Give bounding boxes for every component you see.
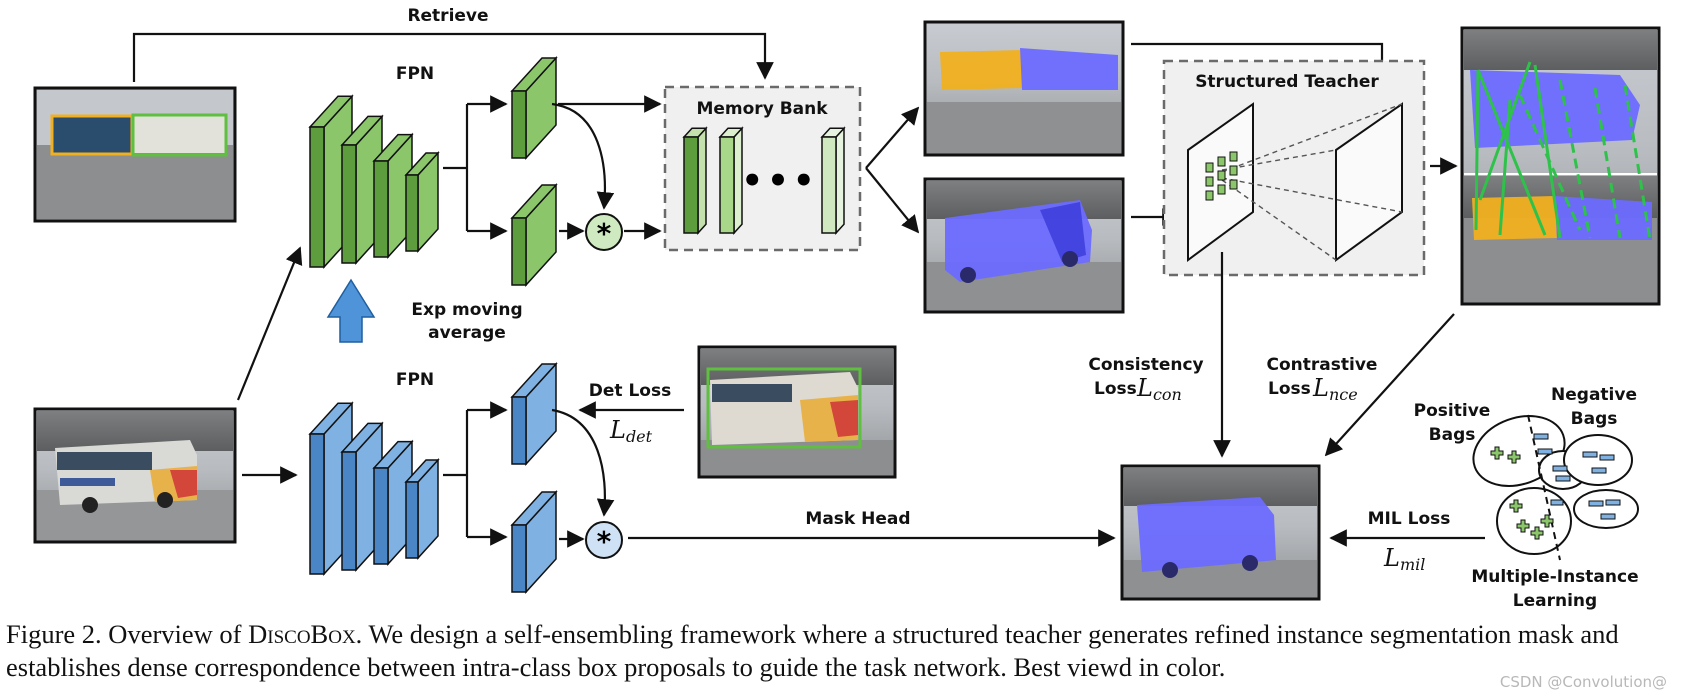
det-loss-label: Det Loss xyxy=(589,381,671,401)
memory-slab xyxy=(718,126,744,235)
mil-loss-label: MIL Loss xyxy=(1368,509,1451,529)
contrastive-loss-label-line2: Loss xyxy=(1268,379,1311,399)
memory-bank-ellipsis: ••• xyxy=(741,161,818,201)
consistency-loss-symbol: Lcon xyxy=(1136,374,1182,404)
consistency-loss-label-line2: Loss xyxy=(1094,379,1137,399)
caption-body: . We design a self-ensembling framework … xyxy=(6,619,1619,682)
memory-bank-entries xyxy=(682,126,846,235)
retrieved-mask-image xyxy=(923,20,1125,157)
negative-bags-label-line1: Negative xyxy=(1551,385,1637,405)
dense-correspondence-image xyxy=(1460,26,1661,306)
mil-bags-illustration xyxy=(1472,414,1639,561)
mil-loss-symbol: Lmil xyxy=(1383,544,1425,574)
student-fpn-label: FPN xyxy=(396,370,434,390)
arrow-to-blue-mask xyxy=(865,167,920,234)
caption-method-name: DiscoBox xyxy=(248,619,356,649)
contrastive-loss-arrow xyxy=(1324,313,1455,457)
contrastive-loss-label-line1: Contrastive xyxy=(1267,355,1378,375)
retrieve-label: Retrieve xyxy=(407,6,488,26)
student-dynamic-conv-arrow xyxy=(551,408,615,517)
ema-up-arrow xyxy=(326,278,376,343)
positive-bags-label-line1: Positive xyxy=(1414,401,1491,421)
fpn-layer xyxy=(308,94,354,269)
mask-head-label: Mask Head xyxy=(805,509,910,529)
watermark: CSDN @Convolution@ xyxy=(1499,673,1667,691)
memory-bank-label: Memory Bank xyxy=(696,99,828,119)
student-conv-op: * xyxy=(585,521,623,559)
figure-caption: Figure 2. Overview of DiscoBox. We desig… xyxy=(6,618,1691,684)
fpn-layer xyxy=(404,458,440,560)
teacher-box-feature xyxy=(510,56,558,160)
student-box-feature xyxy=(510,362,558,466)
consistency-loss-label-line1: Consistency xyxy=(1088,355,1203,375)
svg-text:*: * xyxy=(597,217,612,250)
positive-bags-label-line2: Bags xyxy=(1429,425,1476,445)
teacher-fpn xyxy=(308,94,440,269)
arrow-to-teacher-fpn xyxy=(236,246,303,401)
caption-prefix: Figure 2. Overview of xyxy=(6,619,249,649)
feature-slab xyxy=(510,362,558,466)
fpn-layer xyxy=(372,439,414,566)
ema-label-line2: average xyxy=(428,323,506,343)
fpn-layer xyxy=(404,151,440,253)
teacher-dynamic-conv-arrow xyxy=(551,102,615,210)
structured-teacher-label: Structured Teacher xyxy=(1195,72,1379,92)
teacher-mask-feature xyxy=(510,183,558,287)
student-mask-feature xyxy=(510,490,558,594)
retrieve-arrow xyxy=(132,32,774,82)
feature-slab xyxy=(510,490,558,594)
feature-slab xyxy=(510,56,558,160)
negative-bags-label-line2: Bags xyxy=(1571,409,1618,429)
contrastive-loss-symbol: Lnce xyxy=(1312,374,1358,404)
det-loss-symbol: Ldet xyxy=(609,416,653,446)
predicted-mask-image xyxy=(923,177,1125,314)
discobox-overview-diagram: Retrieve FPN * xyxy=(33,6,1661,610)
structured-teacher-panel xyxy=(1162,59,1426,277)
output-mask-image xyxy=(1120,464,1321,601)
mil-label-line2: Learning xyxy=(1513,591,1597,610)
ema-label-line1: Exp moving xyxy=(411,300,522,320)
teacher-conv-op: * xyxy=(585,213,623,251)
teacher-fpn-label: FPN xyxy=(396,64,434,84)
svg-text:*: * xyxy=(597,525,612,558)
retrieved-bus-image xyxy=(33,86,237,223)
student-fpn xyxy=(308,401,440,576)
mil-label-line1: Multiple-Instance xyxy=(1471,567,1638,587)
feature-slab xyxy=(510,183,558,287)
memory-slab xyxy=(820,126,846,235)
memory-slab xyxy=(682,126,708,235)
arrow-to-orange-mask xyxy=(865,106,920,169)
gt-box-bus-image xyxy=(697,345,897,479)
input-bus-image xyxy=(33,407,237,544)
